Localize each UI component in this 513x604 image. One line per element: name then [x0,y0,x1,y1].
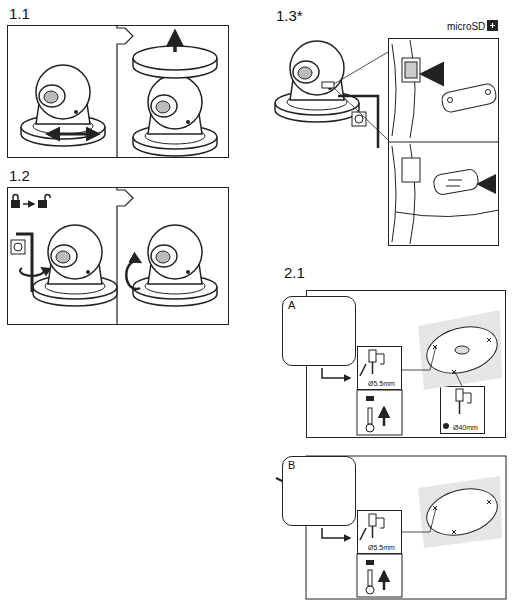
step-number: 1.3* [276,8,303,25]
drill-icon [443,389,471,429]
step-heading: Ø40mm [453,424,478,432]
hex-key-icon [14,243,22,251]
step-panel: Ø5.5mm [357,510,402,554]
step-panel: Ø5.5mm [357,346,402,390]
dome-camera [133,75,217,156]
allen-key [16,234,32,292]
rotate-arrow [20,268,44,276]
lift-arrow [173,32,177,52]
microsd-icon [487,20,498,31]
hex-key-icon [355,115,363,123]
step-heading: B [288,459,295,471]
dome-camera [275,41,359,122]
anchor-step-box [357,554,402,597]
step-heading: 1.2 [9,168,30,185]
step-panel: B [282,456,356,526]
card-cover [322,82,334,88]
screw-hole-mark [433,338,491,374]
rotate-arrow [126,261,140,289]
step-heading: Ø5.5mm [368,380,395,388]
step-arrow [322,368,350,378]
step-panel: 1.1 [7,25,229,158]
leader-line [402,508,436,532]
lock-unlock-icon [11,195,50,209]
dome-camera [21,65,105,146]
lifted-ring [133,46,217,70]
rotate-arrow [48,133,98,136]
card-slot-detail [392,40,497,138]
step-panel: microSD [388,38,499,246]
step-panel: Ø40mm [440,386,485,434]
mounting-template [422,319,503,380]
step-divider [117,25,133,158]
step-divider [117,187,133,325]
dome-camera [33,225,117,306]
anchor-icon [366,560,384,594]
cable-hole [455,346,469,354]
mounting-template [418,476,502,548]
anchor-icon [366,396,384,432]
step-heading: 2.1 [284,265,305,282]
allen-key [338,96,378,148]
mounting-template [418,310,502,390]
step-heading: Ø5.5mm [368,544,395,552]
step-panel: A [282,296,356,366]
hex-key-icon [352,112,366,126]
cover-closing-detail [392,144,499,244]
screw-hole-mark [433,500,491,534]
leader-line [334,52,388,140]
mounting-template [422,481,503,542]
step-heading: 1.1 [9,6,30,23]
leader-line [455,372,462,386]
step-arrow [322,528,350,538]
hex-key-icon [11,240,25,254]
step-panel: 1.2 [7,187,229,325]
detail-divider [388,142,499,143]
step-heading: microSD [447,21,485,32]
drill-icon [360,350,384,376]
step-heading: A [288,299,295,311]
drill-icon [360,514,384,540]
dome-camera [133,225,217,306]
leader-line [402,346,436,370]
anchor-step-box [357,390,402,435]
lifted-ring [133,58,217,78]
